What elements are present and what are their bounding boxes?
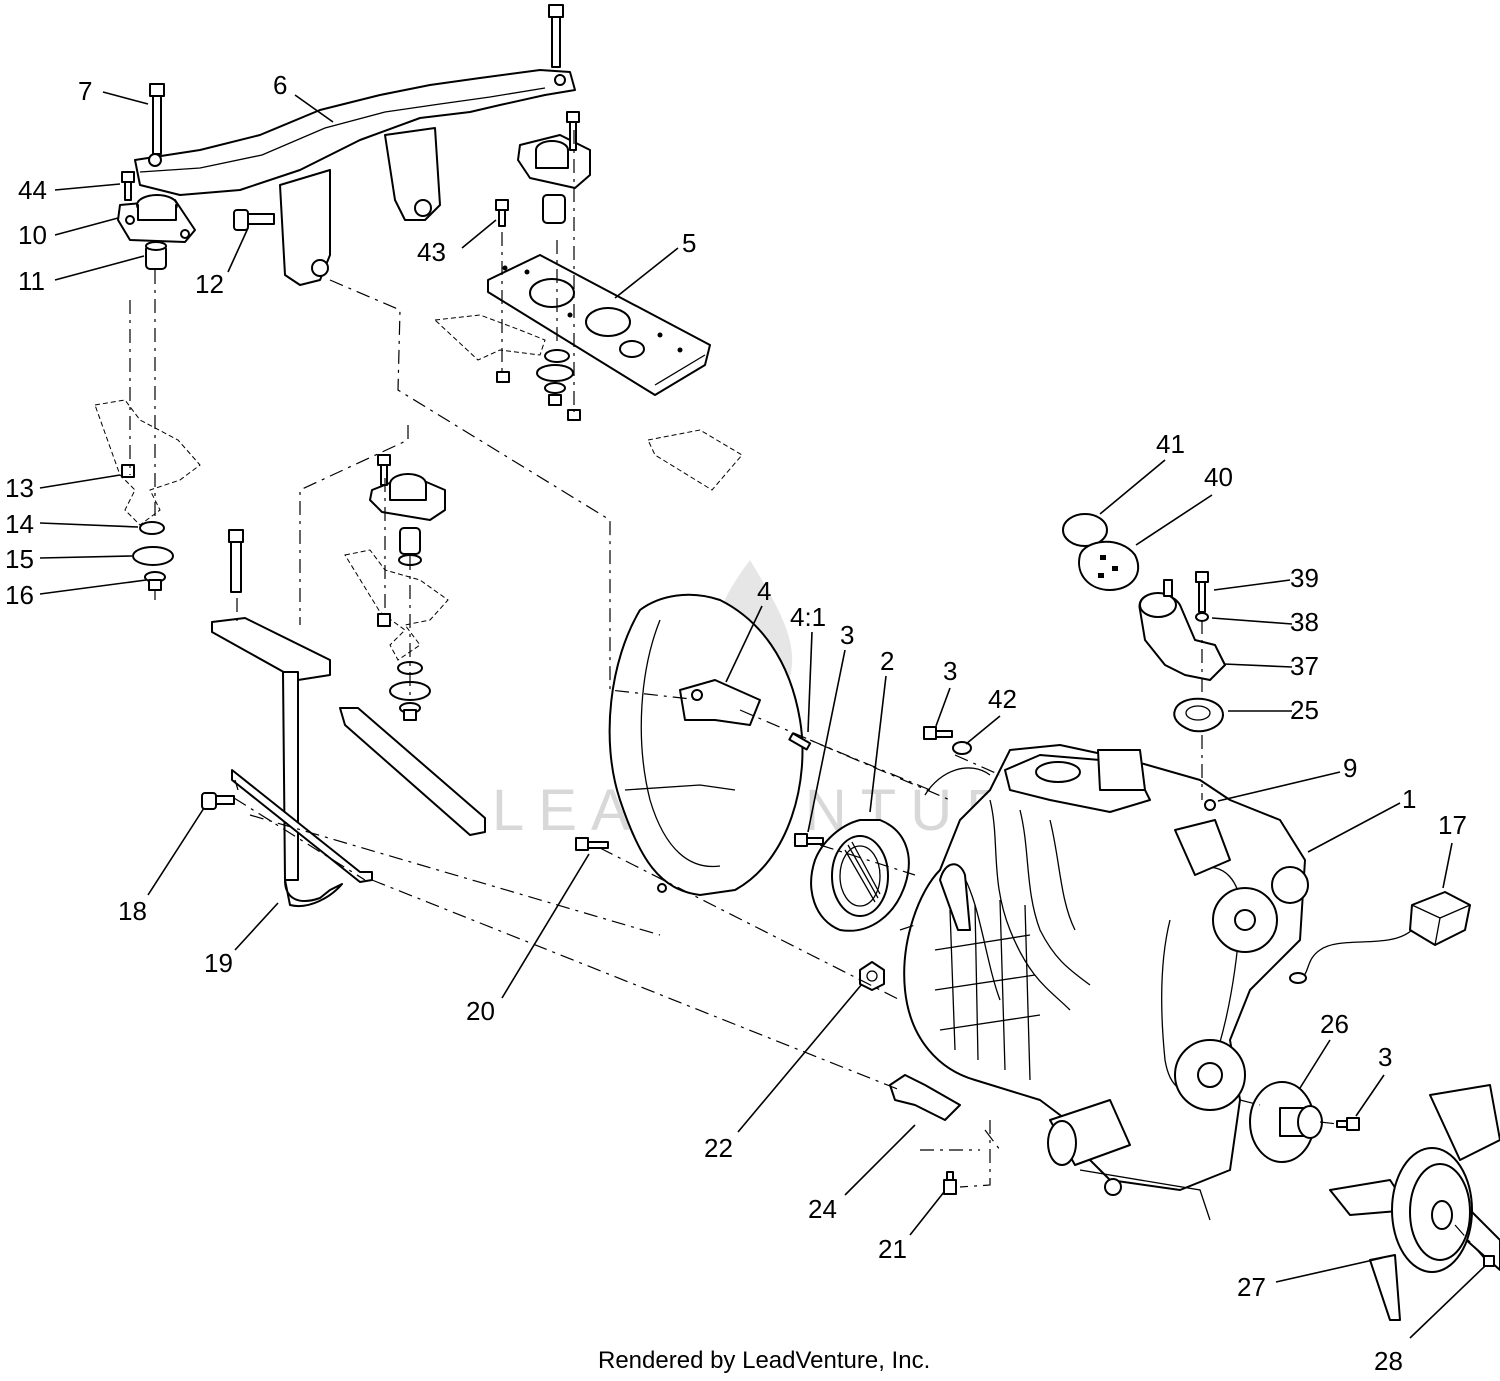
callout-13: 13 — [5, 473, 34, 503]
fitting-part-21 — [943, 1171, 957, 1195]
callout-15: 15 — [5, 544, 34, 574]
bolt-part-44 — [121, 171, 135, 201]
washer-part-38 — [1195, 612, 1209, 622]
callout-17: 17 — [1438, 810, 1467, 840]
flex-plate-part-2 — [810, 819, 910, 932]
leader-lines — [39, 91, 1486, 1339]
callout-4-1: 4:1 — [790, 602, 826, 632]
callout-41: 41 — [1156, 429, 1185, 459]
phantom-plate-upper — [433, 314, 546, 361]
isolator-mount-right-top — [517, 111, 591, 189]
bolt-part-7 — [149, 83, 165, 155]
footer-credit: Rendered by LeadVenture, Inc. — [598, 1347, 930, 1374]
fan-hub-part-26 — [1249, 1081, 1323, 1163]
cap-part-41 — [1062, 513, 1108, 547]
radiator-cap-part-40 — [1078, 540, 1140, 591]
callout-18: 18 — [118, 896, 147, 926]
callout-26: 26 — [1320, 1009, 1349, 1039]
bolt-part-12 — [233, 209, 275, 231]
bolt-part-39 — [1195, 571, 1209, 613]
isolator-mount-part-10 — [117, 194, 196, 243]
support-stand-part-19 — [211, 529, 486, 908]
bolt-part-18 — [201, 792, 235, 810]
phantom-bracket-middle — [344, 549, 449, 661]
callout-labels: 7 6 44 10 11 12 43 5 13 14 15 16 4 4:1 3… — [5, 70, 1467, 1376]
callout-7: 7 — [78, 76, 92, 106]
alignment-lines — [129, 130, 1485, 1259]
bolt-part-43 — [495, 199, 509, 227]
bolt-part-3-hub — [1336, 1117, 1360, 1131]
phantom-bracket-left — [94, 399, 201, 526]
callout-1: 1 — [1402, 784, 1416, 814]
callout-11: 11 — [18, 266, 45, 296]
cooling-fan-part-27 — [1329, 1084, 1500, 1321]
callout-39: 39 — [1290, 563, 1319, 593]
phantom-plate-right — [647, 429, 743, 491]
callout-9: 9 — [1343, 753, 1357, 783]
bolt-part-28 — [1483, 1255, 1495, 1267]
callout-20: 20 — [466, 996, 495, 1026]
spacer-part-11 — [145, 241, 167, 270]
spacer-right-top — [542, 194, 566, 224]
bolt-part-20 — [575, 837, 609, 851]
isolator-mount-middle — [369, 454, 446, 566]
callout-42: 42 — [988, 684, 1017, 714]
bolt-part-3-flywheel — [794, 833, 824, 847]
plate-part-5 — [487, 254, 711, 396]
plug-part-9 — [1204, 799, 1216, 811]
callout-3-hub: 3 — [1378, 1042, 1392, 1072]
bracket-part-24 — [889, 1074, 961, 1121]
callout-22: 22 — [704, 1133, 733, 1163]
callout-5: 5 — [682, 228, 696, 258]
hardware-stack-left — [121, 464, 174, 591]
hardware-stack-plate — [496, 349, 581, 421]
callout-25: 25 — [1290, 695, 1319, 725]
callout-10: 10 — [18, 220, 47, 250]
callout-27: 27 — [1237, 1272, 1266, 1302]
callout-21: 21 — [878, 1234, 907, 1264]
gasket-part-25 — [1173, 697, 1224, 733]
nut-part-22 — [859, 961, 885, 991]
callout-24: 24 — [808, 1194, 837, 1224]
callout-2: 2 — [880, 646, 894, 676]
bell-housing-part-4 — [608, 593, 804, 896]
sensor-part-17 — [1289, 891, 1471, 984]
bolt-top-right — [548, 4, 564, 68]
callout-43: 43 — [417, 237, 446, 267]
bolt-part-3-engine — [923, 726, 972, 755]
callout-4: 4 — [757, 576, 771, 606]
callout-28: 28 — [1374, 1346, 1403, 1376]
thermostat-housing-part-37 — [1138, 579, 1226, 681]
callout-6: 6 — [273, 70, 287, 100]
callout-12: 12 — [195, 269, 224, 299]
callout-44: 44 — [18, 175, 47, 205]
callout-16: 16 — [5, 580, 34, 610]
callout-14: 14 — [5, 509, 34, 539]
callout-3-engine: 3 — [943, 656, 957, 686]
callout-37: 37 — [1290, 651, 1319, 681]
mount-frame-part-6 — [134, 69, 576, 286]
callout-40: 40 — [1204, 462, 1233, 492]
stud-part-4-1 — [788, 732, 812, 751]
callout-3-flywheel: 3 — [840, 620, 854, 650]
callout-19: 19 — [204, 948, 233, 978]
engine-part-1 — [903, 744, 1309, 1221]
callout-38: 38 — [1290, 607, 1319, 637]
hardware-stack-middle — [377, 613, 431, 721]
